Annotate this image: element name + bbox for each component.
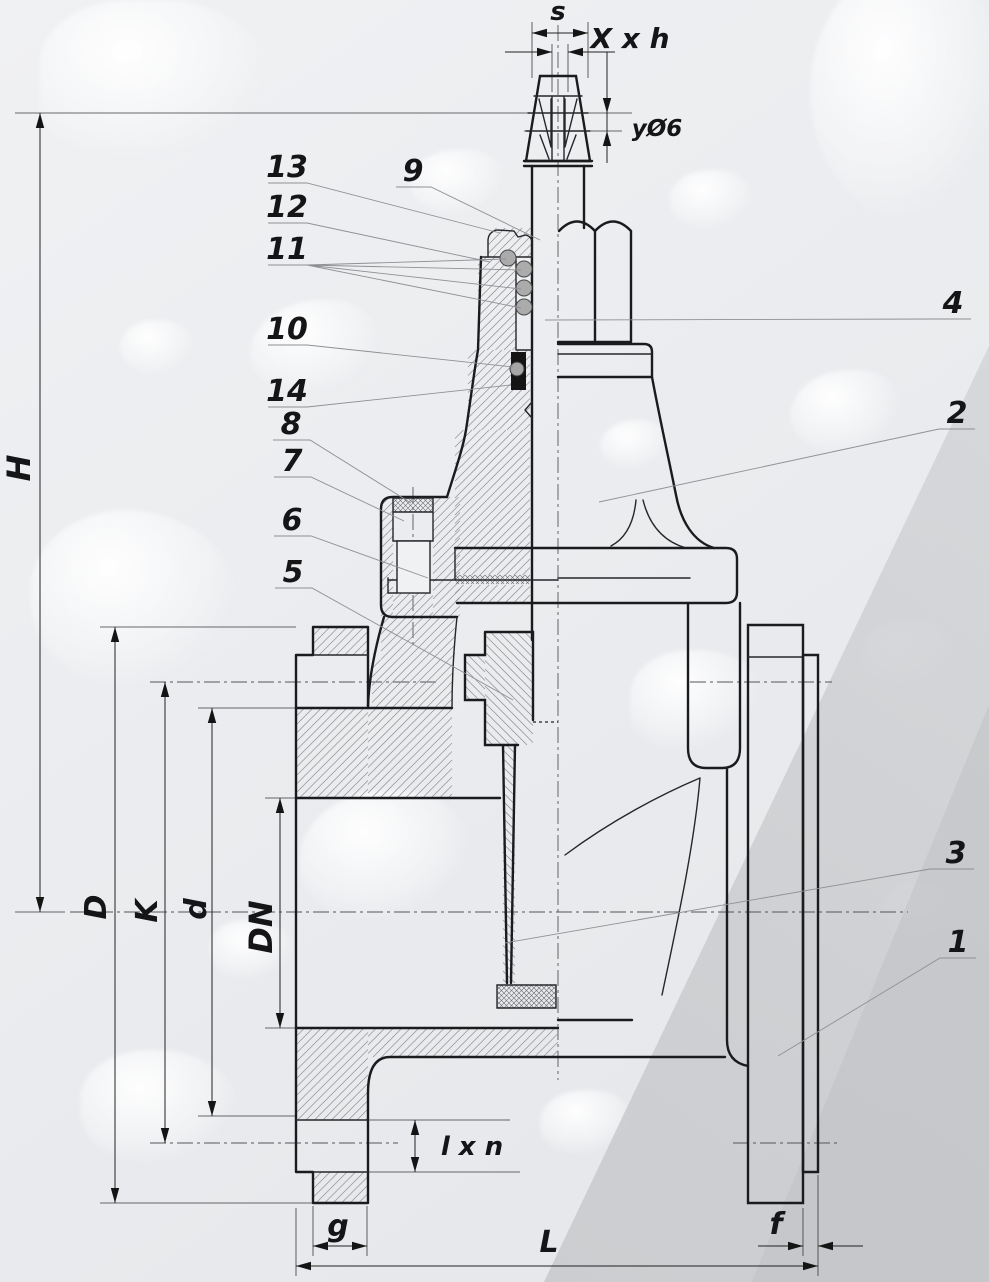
dim-label-H: H [0, 454, 38, 481]
water-droplet [810, 0, 989, 220]
water-droplet [600, 420, 670, 470]
part-callout-9: 9 [403, 154, 424, 189]
part-callout-13: 13 [266, 150, 308, 185]
section-hatching [295, 227, 559, 1204]
water-droplet [790, 370, 900, 455]
water-droplet [210, 920, 295, 980]
dim-label-D: D [79, 895, 114, 920]
dimension-lines [35, 28, 863, 1271]
part-callout-11: 11 [266, 232, 308, 267]
dimension-arrowheads [35, 28, 833, 1271]
water-droplet [630, 650, 760, 750]
callout-leaders [268, 182, 976, 1057]
water-droplet [120, 320, 195, 375]
water-droplet [410, 150, 505, 215]
dim-label-L: L [539, 1225, 558, 1260]
dim-label-DN: DN [242, 900, 280, 954]
part-callout-6: 6 [282, 503, 303, 538]
part-callouts: 13 12 11 10 14 9 8 7 6 5 4 2 3 1 [266, 150, 968, 960]
part-callout-10: 10 [266, 312, 308, 347]
part-callout-1: 1 [948, 925, 969, 960]
dim-label-g: g [327, 1209, 348, 1244]
part-callout-7: 7 [282, 444, 303, 479]
part-callout-3: 3 [946, 836, 967, 871]
water-droplet [250, 300, 380, 395]
valve-outline [294, 74, 820, 1205]
extension-lines [15, 22, 819, 1276]
dim-label-lxn: l x n [441, 1132, 503, 1162]
part-callout-4: 4 [942, 286, 964, 321]
dim-label-d: d [179, 898, 214, 920]
dim-label-f: f [769, 1207, 786, 1242]
part-callout-12: 12 [266, 190, 308, 225]
part-callout-8: 8 [281, 407, 302, 442]
dim-label-xxh: X x h [588, 22, 669, 55]
dimension-labels: H D K d DN s X x h yØ6 l x n g L f [0, 0, 786, 1260]
part-callout-5: 5 [283, 555, 304, 590]
water-droplet [670, 170, 755, 230]
part-callout-2: 2 [947, 396, 968, 431]
water-droplet [40, 0, 270, 160]
dim-label-s: s [550, 0, 565, 27]
dim-label-y-dia6: yØ6 [632, 116, 683, 142]
part-callout-14: 14 [266, 374, 308, 409]
dim-label-K: K [130, 897, 165, 923]
water-droplet [30, 510, 240, 690]
